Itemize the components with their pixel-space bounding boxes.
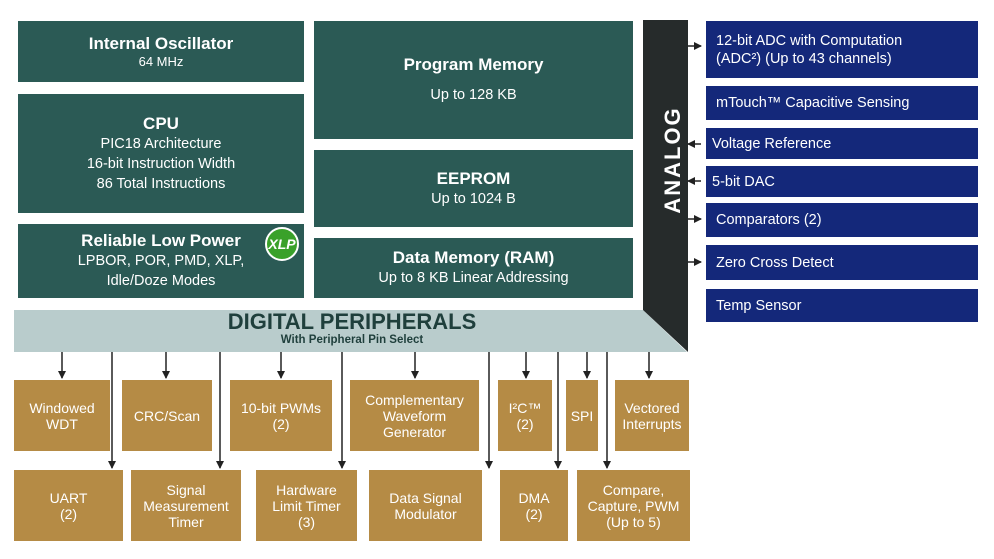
- cpu-line-1: PIC18 Architecture: [100, 135, 222, 152]
- wdt-line-2: WDT: [46, 415, 78, 432]
- analog-bar: [643, 20, 688, 352]
- data-memory-block: Data Memory (RAM) Up to 8 KB Linear Addr…: [314, 238, 633, 298]
- peripheral-vectored-interrupts: Vectored Interrupts: [615, 380, 689, 451]
- cpu-block: CPU PIC18 Architecture 16-bit Instructio…: [18, 94, 304, 213]
- adc-line-1: 12-bit ADC with Computation: [716, 32, 903, 49]
- ccp-line-1: Compare,: [602, 481, 665, 498]
- peripheral-uart: UART (2): [14, 470, 123, 541]
- cpu-title: CPU: [143, 113, 179, 133]
- program-memory-title: Program Memory: [403, 55, 544, 74]
- pwm-line-2: (2): [272, 415, 290, 432]
- analog-mtouch-block: mTouch™ Capacitive Sensing: [706, 86, 978, 120]
- cwg-line-3: Generator: [382, 423, 447, 440]
- peripheral-compare-capture-pwm: Compare, Capture, PWM (Up to 5): [577, 470, 690, 541]
- hlt-line-3: (3): [297, 513, 316, 530]
- peripheral-signal-measurement-timer: Signal Measurement Timer: [131, 470, 241, 541]
- peripheral-spi: SPI: [566, 380, 598, 451]
- hlt-line-1: Hardware: [276, 481, 337, 498]
- low-power-line-2: Idle/Doze Modes: [106, 273, 216, 289]
- cpu-line-3: 86 Total Instructions: [96, 175, 226, 192]
- peripheral-data-signal-modulator: Data Signal Modulator: [369, 470, 482, 541]
- low-power-title: Reliable Low Power: [81, 231, 241, 250]
- peripheral-windowed-wdt: Windowed WDT: [14, 380, 110, 451]
- wdt-line-1: Windowed: [29, 399, 95, 416]
- pwm-line-1: 10-bit PWMs: [240, 399, 322, 416]
- eeprom-detail: Up to 1024 B: [431, 190, 516, 207]
- xlp-badge-icon: XLP: [265, 227, 299, 261]
- crc-line-1: CRC/Scan: [133, 407, 201, 424]
- oscillator-title: Internal Oscillator: [88, 33, 234, 53]
- uart-line-1: UART: [49, 489, 88, 506]
- digital-peripherals-subtitle: With Peripheral Pin Select: [280, 334, 424, 346]
- interrupts-line-1: Vectored: [624, 399, 680, 416]
- analog-comparators-block: Comparators (2): [706, 203, 978, 237]
- peripheral-crc-scan: CRC/Scan: [122, 380, 212, 451]
- digital-peripherals-title: DIGITAL PERIPHERALS: [227, 309, 477, 334]
- eeprom-title: EEPROM: [436, 168, 511, 188]
- cpu-line-2: 16-bit Instruction Width: [86, 155, 236, 172]
- hlt-line-2: Limit Timer: [272, 497, 341, 514]
- peripheral-dma: DMA (2): [500, 470, 568, 541]
- program-memory-block: Program Memory Up to 128 KB: [314, 21, 633, 139]
- peripheral-cwg: Complementary Waveform Generator: [350, 380, 479, 451]
- data-memory-title: Data Memory (RAM): [392, 248, 555, 267]
- ccp-line-3: (Up to 5): [606, 513, 661, 530]
- zero-cross-label: Zero Cross Detect: [716, 254, 834, 271]
- low-power-block: Reliable Low Power LPBOR, POR, PMD, XLP,…: [18, 224, 304, 298]
- analog-dac-block: 5-bit DAC: [706, 166, 978, 197]
- data-memory-detail: Up to 8 KB Linear Addressing: [378, 270, 569, 286]
- i2c-line-1: I²C™: [508, 399, 542, 416]
- oscillator-detail: 64 MHz: [138, 53, 184, 69]
- comparators-label: Comparators (2): [716, 212, 822, 228]
- program-memory-detail: Up to 128 KB: [430, 87, 517, 103]
- interrupts-line-2: Interrupts: [622, 415, 682, 432]
- dac-label: 5-bit DAC: [712, 173, 775, 190]
- smt-line-3: Timer: [168, 513, 204, 530]
- voltage-ref-label: Voltage Reference: [712, 135, 832, 152]
- cwg-line-1: Complementary: [365, 391, 464, 408]
- smt-line-2: Measurement: [143, 497, 229, 514]
- analog-adc-block: 12-bit ADC with Computation (ADC²) (Up t…: [706, 21, 978, 78]
- dsm-line-1: Data Signal: [389, 489, 462, 506]
- dma-line-2: (2): [525, 505, 543, 522]
- internal-oscillator-block: Internal Oscillator 64 MHz: [18, 21, 304, 82]
- smt-line-1: Signal: [166, 481, 206, 498]
- digital-peripherals-bar: [14, 310, 687, 352]
- cwg-line-2: Waveform: [382, 407, 447, 424]
- eeprom-block: EEPROM Up to 1024 B: [314, 150, 633, 227]
- analog-zero-cross-block: Zero Cross Detect: [706, 245, 978, 280]
- uart-line-2: (2): [59, 505, 78, 522]
- dsm-line-2: Modulator: [394, 505, 457, 522]
- peripheral-hardware-limit-timer: Hardware Limit Timer (3): [256, 470, 357, 541]
- peripheral-i2c: I²C™ (2): [498, 380, 552, 451]
- temp-sensor-label: Temp Sensor: [716, 297, 802, 314]
- spi-line-1: SPI: [570, 407, 594, 424]
- ccp-line-2: Capture, PWM: [587, 497, 680, 514]
- i2c-line-2: (2): [516, 415, 534, 432]
- peripheral-10bit-pwms: 10-bit PWMs (2): [230, 380, 332, 451]
- analog-temp-sensor-block: Temp Sensor: [706, 289, 978, 322]
- analog-voltage-ref-block: Voltage Reference: [706, 128, 978, 159]
- adc-line-2: (ADC²) (Up to 43 channels): [716, 50, 892, 67]
- mtouch-label: mTouch™ Capacitive Sensing: [716, 95, 910, 111]
- dma-line-1: DMA: [518, 489, 550, 506]
- low-power-line-1: LPBOR, POR, PMD, XLP,: [77, 253, 245, 269]
